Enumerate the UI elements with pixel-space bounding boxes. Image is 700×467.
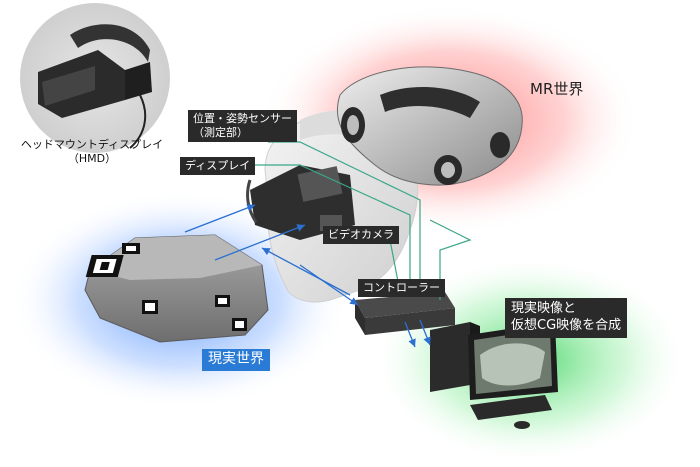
controller-label: コントローラー	[358, 279, 445, 297]
hmd-caption: ヘッドマウントディスプレイ （HMD）	[12, 138, 172, 166]
optical-arrows	[184, 204, 431, 348]
compose-label: 現実映像と 仮想CG映像を合成	[505, 298, 628, 338]
hmd-caption-line1: ヘッドマウントディスプレイ	[20, 138, 164, 151]
hmd-illustration	[20, 3, 170, 153]
video-camera-label: ビデオカメラ	[323, 226, 399, 244]
compose-label-line2: 仮想CG映像を合成	[511, 317, 622, 333]
sensor-label-line1: 位置・姿勢センサー	[193, 112, 292, 125]
real-world-label: 現実世界	[202, 349, 270, 371]
sensor-label-line2: （測定部）	[193, 125, 248, 139]
controller-box	[355, 292, 455, 335]
hmd-caption-line2: （HMD）	[67, 151, 117, 165]
display-label: ディスプレイ	[180, 157, 256, 175]
real-object-stone	[84, 234, 269, 343]
pc-workstation	[430, 322, 558, 429]
sensor-label: 位置・姿勢センサー （測定部）	[188, 110, 297, 142]
virtual-car	[336, 66, 523, 186]
mr-world-label: MR世界	[530, 80, 584, 98]
compose-label-line1: 現実映像と	[511, 301, 577, 316]
